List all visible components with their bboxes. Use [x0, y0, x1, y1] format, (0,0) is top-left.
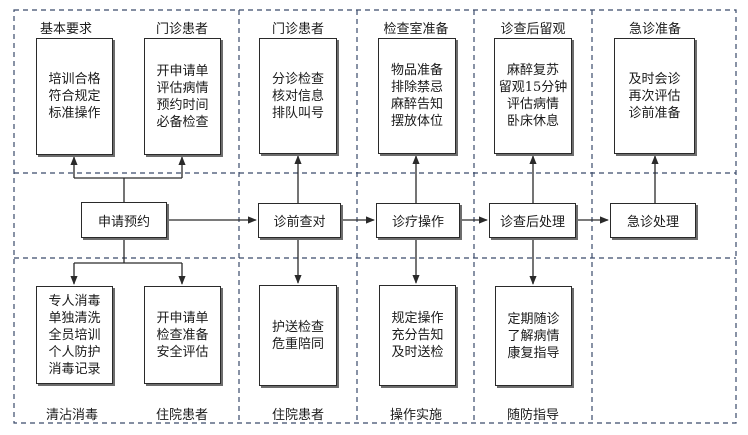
box-text-line: 专人消毒 — [48, 293, 101, 309]
box-text-line: 全员培训 — [48, 327, 101, 343]
label-emergency-prep: 急诊准备 — [628, 22, 682, 37]
box-exam-room-prep-lines: 物品准备排除禁忌麻醉告知摆放体位 — [391, 62, 443, 130]
box-inpatient-1: 开申请单检查准备安全评估 — [144, 286, 221, 384]
box-text-line: 个人防护 — [48, 344, 101, 360]
box-outpatient-1-lines: 开申请单评估病情预约时间必备检查 — [156, 63, 208, 131]
box-text-line: 评估病情 — [156, 80, 209, 96]
box-inpatient-2: 护送检查危重陪同 — [259, 285, 337, 386]
box-text-line: 及时送检 — [391, 345, 444, 360]
box-post-exam-observation: 麻醉复苏留观15分钟评估病情卧床休息 — [494, 38, 572, 154]
box-text-line: 预约时间 — [156, 97, 209, 113]
box-text-line: 分诊检查 — [271, 71, 324, 87]
box-disinfection-lines: 专人消毒单独清洗全员培训个人防护消毒记录 — [48, 293, 100, 378]
box-text-line: 护送检查 — [271, 319, 324, 335]
box-text-line: 标准操作 — [48, 106, 101, 121]
box-outpatient-2-lines: 分诊检查核对信息排队叫号 — [272, 71, 324, 122]
box-inpatient-2-lines: 护送检查危重陪同 — [272, 319, 324, 353]
box-text-line: 麻醉复苏 — [506, 63, 559, 78]
box-emergency-prep: 及时会诊再次评估诊前准备 — [614, 38, 695, 154]
label-inpatient-1: 住院患者 — [155, 408, 209, 423]
box-text-line: 开申请单 — [156, 63, 209, 79]
box-text-line: 摆放体位 — [390, 114, 443, 129]
box-text-line: 安全评估 — [156, 344, 209, 360]
node-apply-appointment: 申请预约 — [81, 202, 167, 238]
label-follow-up: 随防指导 — [506, 408, 560, 423]
box-text-line: 物品准备 — [390, 63, 443, 78]
label-basic-requirements: 基本要求 — [39, 22, 93, 37]
label-exam-room-prep: 检查室准备 — [383, 22, 449, 37]
box-follow-up-lines: 定期随诊了解病情康复指导 — [507, 311, 559, 362]
box-exam-room-prep: 物品准备排除禁忌麻醉告知摆放体位 — [378, 38, 456, 154]
box-text-line: 危重陪同 — [271, 336, 324, 352]
connectors — [70, 155, 659, 285]
box-text-line: 留观15分钟 — [498, 80, 568, 95]
box-text-line: 麻醉告知 — [390, 97, 443, 112]
box-inpatient-1-lines: 开申请单检查准备安全评估 — [156, 310, 208, 361]
box-text-line: 定期随诊 — [507, 311, 560, 327]
label-operation: 操作实施 — [389, 408, 443, 423]
label-outpatient-2: 门诊患者 — [271, 22, 325, 37]
box-text-line: 评估病情 — [506, 97, 559, 112]
node-procedure: 诊疗操作 — [376, 203, 460, 238]
box-emergency-prep-lines: 及时会诊再次评估诊前准备 — [628, 71, 680, 122]
box-text-line: 充分告知 — [391, 328, 444, 343]
box-text-line: 核对信息 — [271, 88, 324, 104]
box-operation-lines: 规定操作充分告知及时送检 — [391, 310, 443, 361]
dashed-grid — [13, 9, 737, 424]
node-precheck: 诊前查对 — [258, 203, 341, 238]
box-text-line: 及时会诊 — [628, 71, 681, 87]
box-post-exam-observation-lines: 麻醉复苏留观15分钟评估病情卧床休息 — [499, 62, 568, 130]
box-follow-up: 定期随诊了解病情康复指导 — [495, 286, 572, 386]
box-text-line: 了解病情 — [507, 328, 560, 344]
box-text-line: 培训合格 — [48, 72, 101, 87]
label-outpatient-1: 门诊患者 — [155, 22, 209, 37]
node-emergency: 急诊处理 — [610, 203, 696, 238]
label-inpatient-2: 住院患者 — [271, 408, 325, 423]
box-text-line: 康复指导 — [507, 345, 560, 361]
box-text-line: 再次评估 — [628, 88, 681, 104]
node-post-exam: 诊查后处理 — [489, 203, 576, 238]
box-outpatient-1: 开申请单评估病情预约时间必备检查 — [144, 38, 221, 155]
box-text-line: 必备检查 — [156, 114, 209, 130]
box-text-line: 卧床休息 — [506, 114, 559, 129]
box-text-line: 规定操作 — [391, 311, 444, 326]
box-text-line: 排队叫号 — [271, 105, 324, 121]
label-post-exam-observation: 诊查后留观 — [500, 22, 566, 37]
label-disinfection: 清沾消毒 — [45, 408, 99, 423]
box-disinfection: 专人消毒单独清洗全员培训个人防护消毒记录 — [36, 286, 113, 384]
box-text-line: 检查准备 — [156, 327, 209, 343]
box-text-line: 单独清洗 — [48, 310, 101, 326]
box-text-line: 开申请单 — [156, 310, 209, 326]
box-text-line: 符合规定 — [48, 89, 101, 104]
box-text-line: 排除禁忌 — [390, 80, 443, 95]
box-basic-requirements-lines: 培训合格符合规定标准操作 — [48, 71, 100, 122]
box-text-line: 诊前准备 — [628, 105, 681, 121]
box-text-line: 消毒记录 — [48, 361, 101, 377]
box-operation: 规定操作充分告知及时送检 — [379, 285, 456, 386]
box-outpatient-2: 分诊检查核对信息排队叫号 — [259, 38, 337, 154]
box-basic-requirements: 培训合格符合规定标准操作 — [36, 38, 113, 155]
